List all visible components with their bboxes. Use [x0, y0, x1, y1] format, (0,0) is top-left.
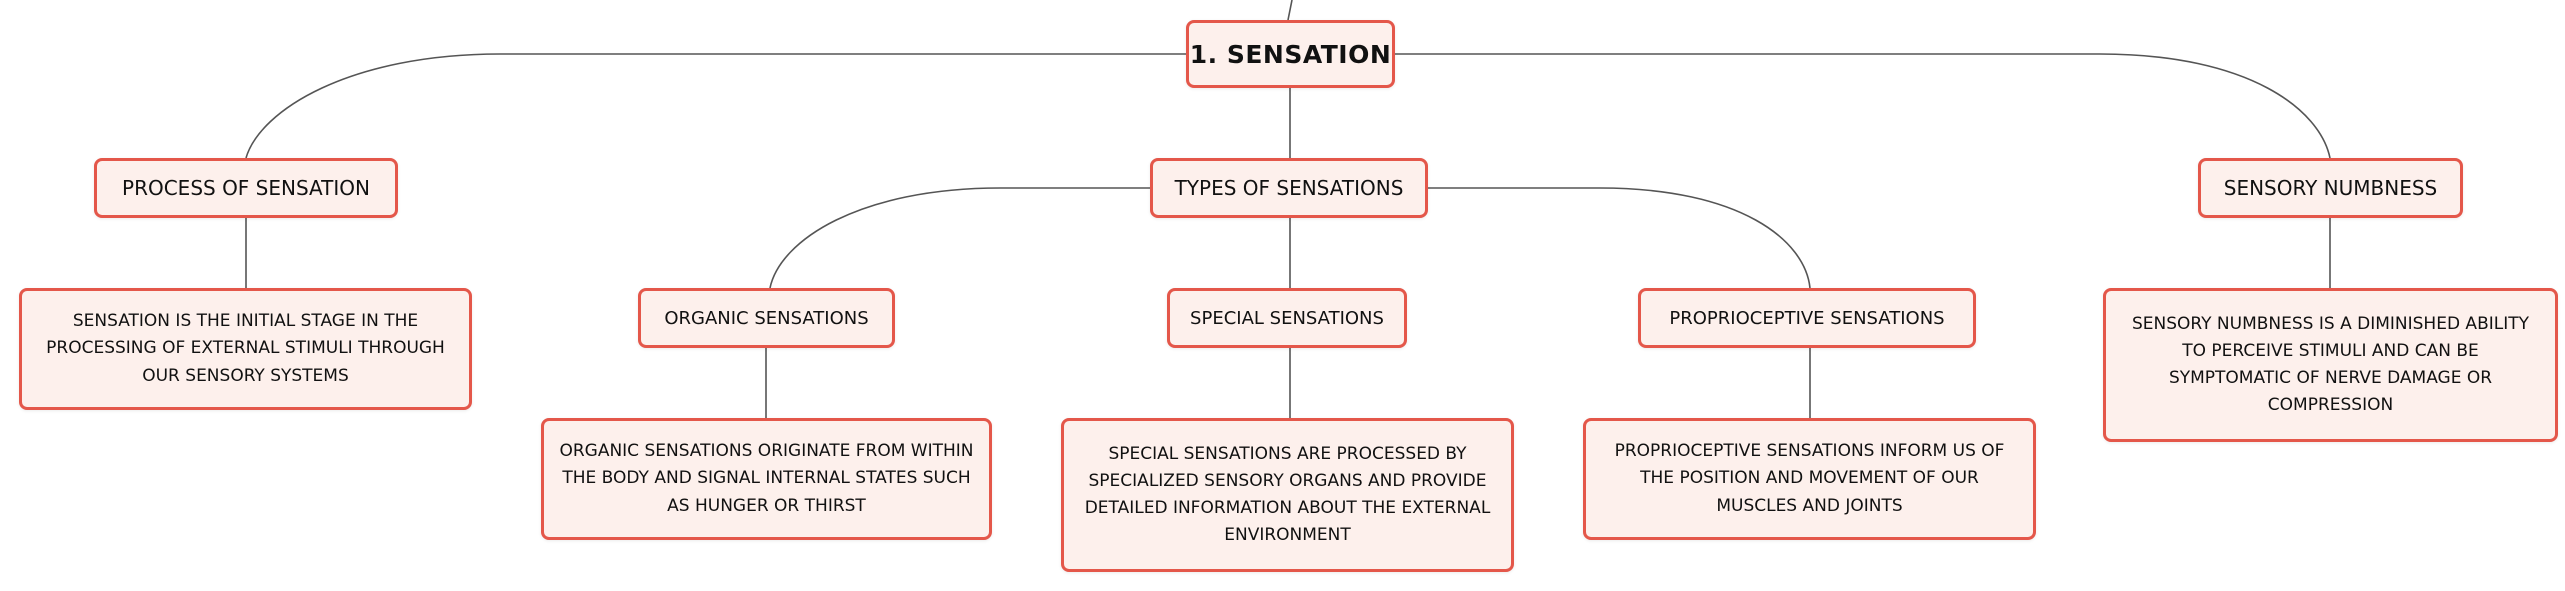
special-sensations-label: SPECIAL SENSATIONS [1190, 307, 1384, 329]
sensory-numbness-description-node[interactable]: SENSORY NUMBNESS IS A DIMINISHED ABILITY… [2103, 288, 2558, 442]
organic-sensations-description: ORGANIC SENSATIONS ORIGINATE FROM WITHIN… [559, 441, 974, 516]
edge-types-organic [769, 187, 1150, 289]
types-of-sensations-node[interactable]: TYPES OF SENSATIONS [1150, 158, 1428, 218]
root-label: 1. SENSATION [1189, 39, 1392, 69]
edge-root-process [245, 53, 1186, 159]
proprioceptive-sensations-description: PROPRIOCEPTIVE SENSATIONS INFORM US OF T… [1614, 441, 2005, 516]
organic-sensations-node[interactable]: ORGANIC SENSATIONS [638, 288, 895, 348]
process-of-sensation-label: PROCESS OF SENSATION [122, 176, 370, 200]
proprioceptive-sensations-node[interactable]: PROPRIOCEPTIVE SENSATIONS [1638, 288, 1976, 348]
proprioceptive-sensations-description-node[interactable]: PROPRIOCEPTIVE SENSATIONS INFORM US OF T… [1583, 418, 2036, 540]
process-of-sensation-description-node[interactable]: SENSATION IS THE INITIAL STAGE IN THE PR… [19, 288, 472, 410]
organic-sensations-label: ORGANIC SENSATIONS [664, 307, 869, 329]
organic-sensations-description-node[interactable]: ORGANIC SENSATIONS ORIGINATE FROM WITHIN… [541, 418, 992, 540]
special-sensations-description-node[interactable]: SPECIAL SENSATIONS ARE PROCESSED BY SPEC… [1061, 418, 1514, 572]
proprioceptive-sensations-label: PROPRIOCEPTIVE SENSATIONS [1669, 307, 1945, 329]
sensory-numbness-node[interactable]: SENSORY NUMBNESS [2198, 158, 2463, 218]
process-of-sensation-node[interactable]: PROCESS OF SENSATION [94, 158, 398, 218]
process-of-sensation-description: SENSATION IS THE INITIAL STAGE IN THE PR… [46, 311, 445, 386]
root-node[interactable]: 1. SENSATION [1186, 20, 1395, 88]
special-sensations-node[interactable]: SPECIAL SENSATIONS [1167, 288, 1407, 348]
sensory-numbness-label: SENSORY NUMBNESS [2223, 176, 2438, 200]
edge-types-proprioceptive [1428, 187, 1811, 289]
edge-root-numbness [1395, 53, 2331, 159]
sensory-numbness-description: SENSORY NUMBNESS IS A DIMINISHED ABILITY… [2132, 313, 2529, 416]
edge-root-parent [1287, 0, 1293, 21]
types-of-sensations-label: TYPES OF SENSATIONS [1174, 176, 1404, 200]
special-sensations-description: SPECIAL SENSATIONS ARE PROCESSED BY SPEC… [1084, 443, 1491, 546]
